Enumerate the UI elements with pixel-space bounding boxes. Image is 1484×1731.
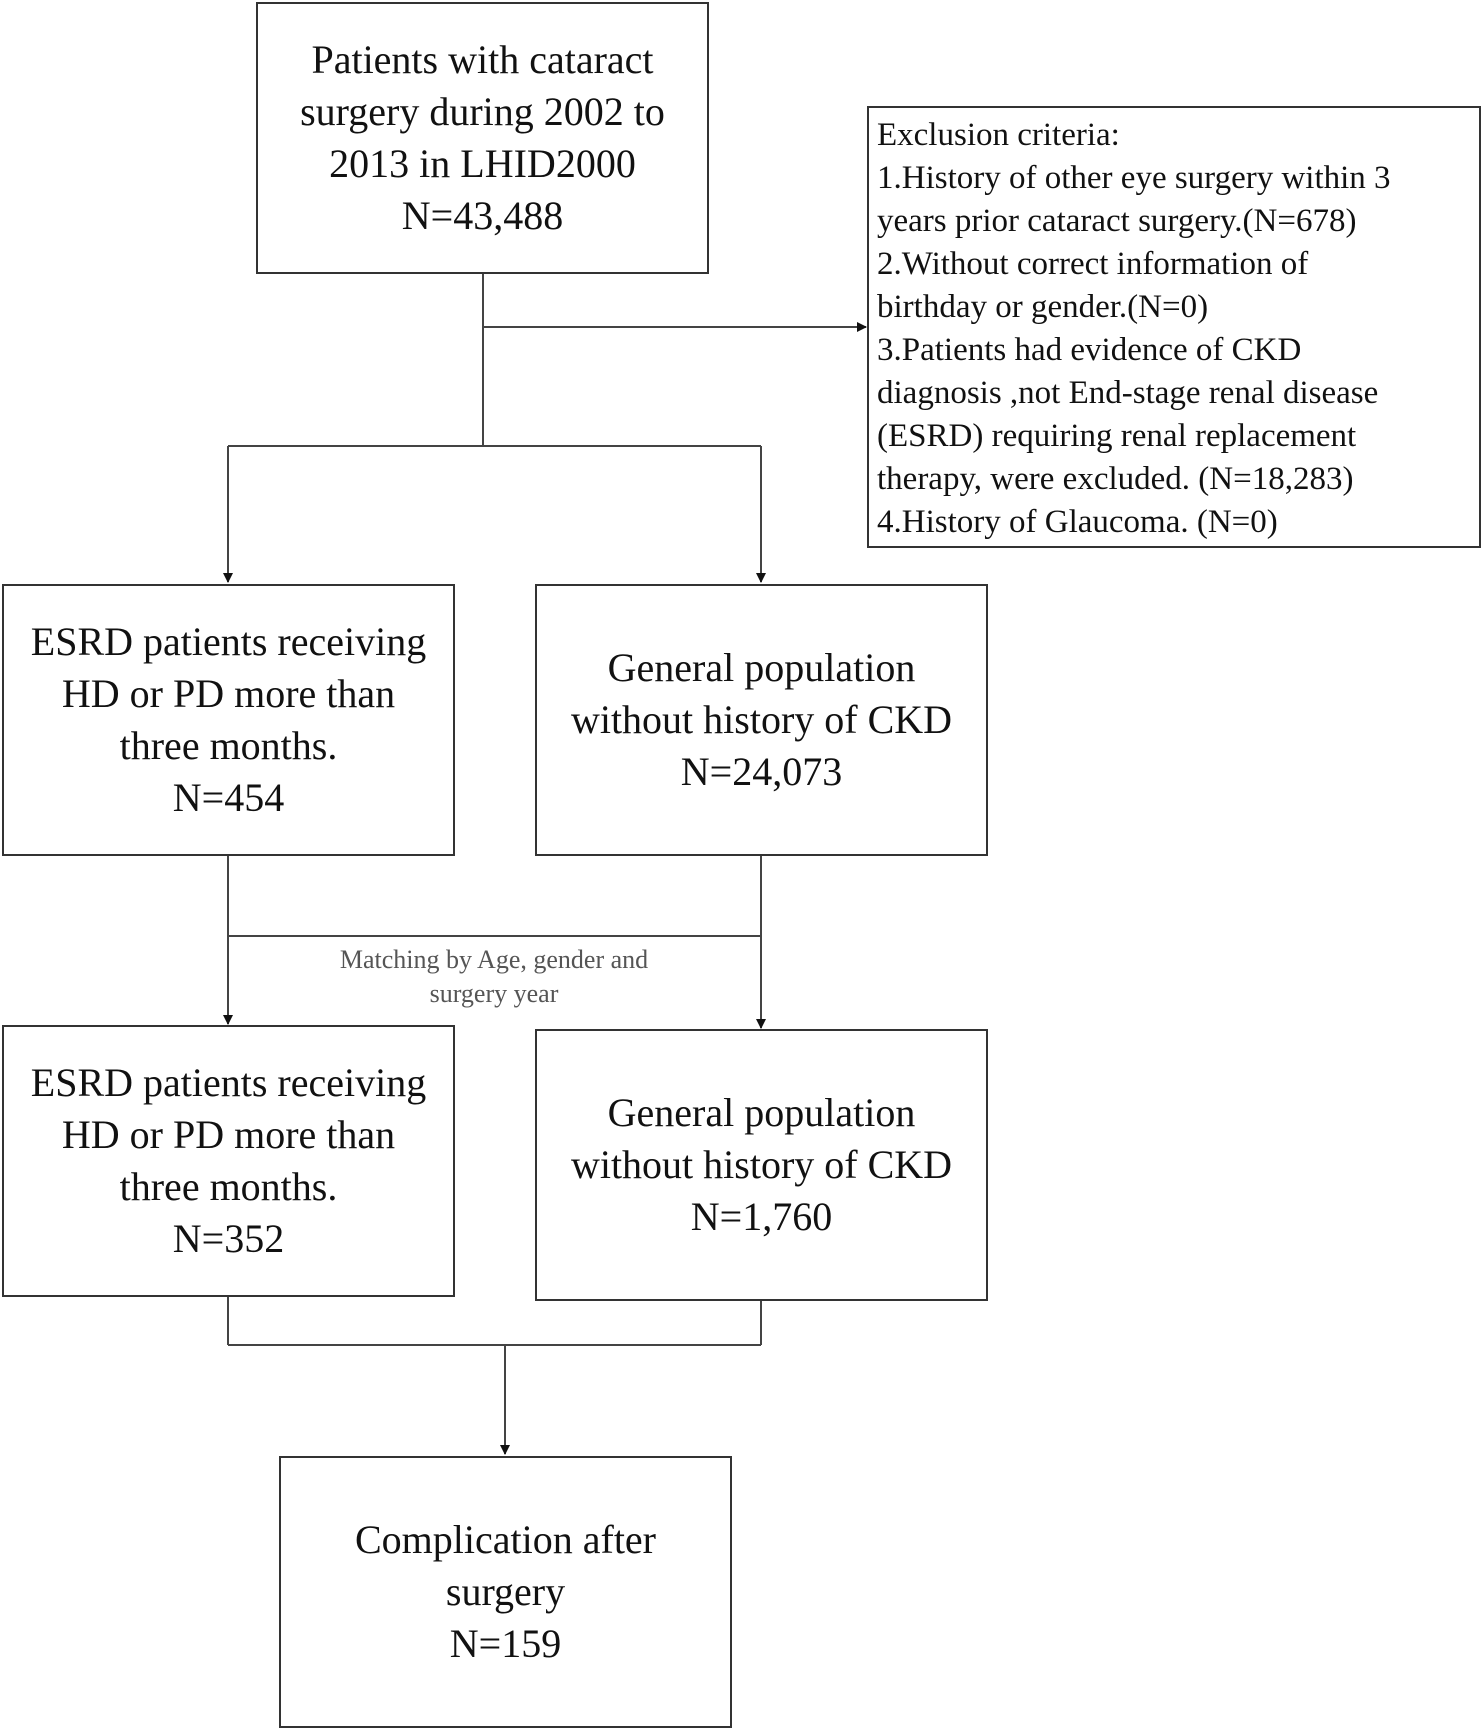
esrd-before-count: N=454: [172, 775, 285, 820]
esrd-after-line-3: three months.: [119, 1164, 338, 1209]
general-before-count: N=24,073: [680, 749, 843, 794]
esrd-after-box: ESRD patients receiving HD or PD more th…: [2, 1025, 455, 1297]
source-line-2: surgery during 2002 to: [300, 89, 665, 134]
esrd-before-line-3: three months.: [119, 723, 338, 768]
exclusion-line-5: 3.Patients had evidence of CKD: [877, 332, 1302, 368]
general-after-box: General population without history of CK…: [535, 1029, 988, 1301]
general-after-count: N=1,760: [690, 1194, 833, 1239]
matching-label-line-2: surgery year: [429, 979, 559, 1008]
matching-label-line-1: Matching by Age, gender and: [339, 945, 649, 974]
general-after-line-2: without history of CKD: [570, 1142, 953, 1187]
source-line-3: 2013 in LHID2000: [329, 141, 636, 186]
exclusion-line-6: diagnosis ,not End-stage renal disease: [877, 375, 1379, 411]
source-box: Patients with cataract surgery during 20…: [256, 2, 709, 274]
general-after-line-1: General population: [607, 1090, 916, 1135]
outcome-box: Complication after surgery N=159: [279, 1456, 732, 1728]
exclusion-title: Exclusion criteria:: [877, 117, 1120, 153]
exclusion-criteria-box: Exclusion criteria: 1.History of other e…: [867, 106, 1481, 548]
general-before-line-1: General population: [607, 645, 916, 690]
esrd-after-line-2: HD or PD more than: [61, 1112, 396, 1157]
outcome-line-2: surgery: [445, 1569, 566, 1614]
exclusion-line-2: years prior cataract surgery.(N=678): [877, 203, 1357, 239]
outcome-line-1: Complication after: [354, 1517, 656, 1562]
general-before-line-2: without history of CKD: [570, 697, 953, 742]
exclusion-line-9: 4.History of Glaucoma. (N=0): [877, 504, 1278, 540]
source-count: N=43,488: [401, 193, 564, 238]
exclusion-line-8: therapy, were excluded. (N=18,283): [877, 461, 1354, 497]
esrd-before-box: ESRD patients receiving HD or PD more th…: [2, 584, 455, 856]
esrd-before-line-1: ESRD patients receiving: [30, 619, 427, 664]
general-before-box: General population without history of CK…: [535, 584, 988, 856]
esrd-before-line-2: HD or PD more than: [61, 671, 396, 716]
exclusion-line-7: (ESRD) requiring renal replacement: [877, 418, 1357, 454]
outcome-count: N=159: [449, 1621, 562, 1666]
esrd-after-count: N=352: [172, 1216, 285, 1261]
esrd-after-line-1: ESRD patients receiving: [30, 1060, 427, 1105]
matching-label: Matching by Age, gender and surgery year: [294, 943, 694, 1011]
exclusion-line-1: 1.History of other eye surgery within 3: [877, 160, 1391, 196]
exclusion-line-4: birthday or gender.(N=0): [877, 289, 1209, 325]
source-line-1: Patients with cataract: [311, 37, 654, 82]
exclusion-line-3: 2.Without correct information of: [877, 246, 1309, 282]
